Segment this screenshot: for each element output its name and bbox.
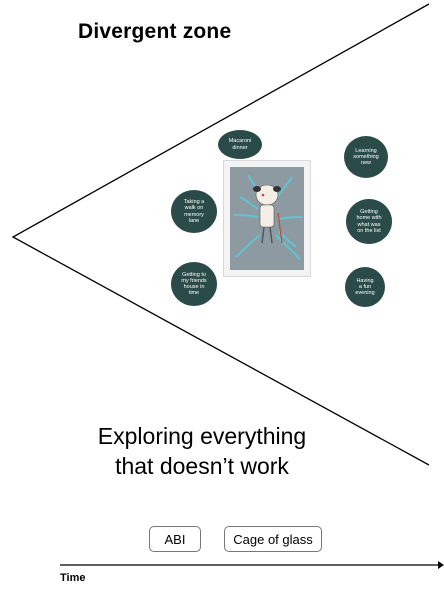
- character-hair-right: [273, 186, 281, 192]
- bubble-learning-something-new: Learning something new: [344, 136, 388, 178]
- time-axis-label: Time: [60, 572, 86, 584]
- bubble-macaroni-dinner: Macaroni dinner: [218, 130, 262, 159]
- character-illustration: [233, 174, 303, 260]
- character-scene: [230, 167, 304, 270]
- central-character-picture: [223, 160, 311, 277]
- tag-abi: ABI: [149, 526, 201, 552]
- character-body: [259, 204, 275, 228]
- character-eye: [261, 193, 265, 197]
- walking-cane: [277, 212, 283, 244]
- bubble-getting-home: Getting home with what was on the list: [346, 199, 392, 244]
- bubble-fun-evening: Having a fun evening: [345, 267, 385, 307]
- triangle-outline: [11, 3, 430, 466]
- diagram-subtitle: Exploring everything that doesn’t work: [97, 423, 307, 479]
- character-hair-left: [253, 186, 261, 192]
- tag-cage-of-glass: Cage of glass: [224, 526, 322, 552]
- bubble-friends-house: Getting to my friends house in time: [171, 262, 217, 306]
- diagram-title: Divergent zone: [78, 20, 232, 43]
- time-axis-arrowhead: [438, 561, 444, 569]
- bubble-memory-lane: Taking a walk on memory lane: [171, 190, 217, 233]
